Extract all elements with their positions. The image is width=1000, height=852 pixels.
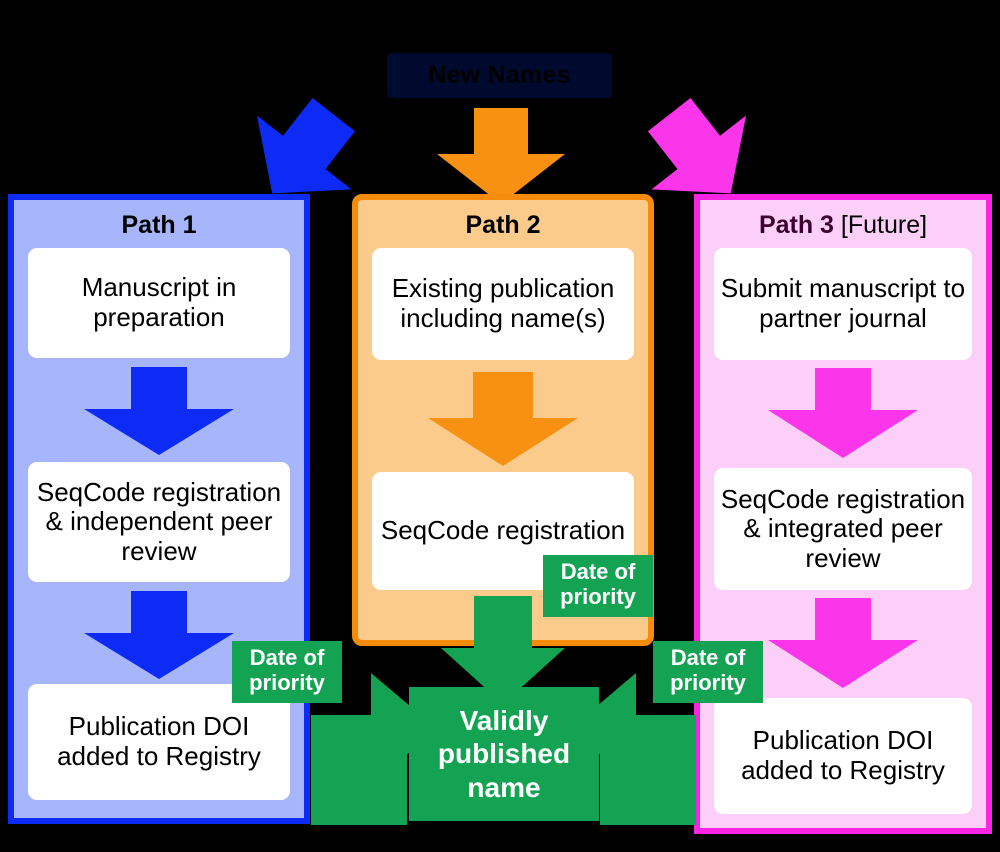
card-path3-step3: Publication DOI added to Registry xyxy=(714,698,972,814)
panel-path3-title: Path 3 [Future] xyxy=(700,213,986,238)
card-path1-step2-text: SeqCode registration & independent peer … xyxy=(36,476,282,566)
arrow-path1-2 xyxy=(84,591,234,679)
panel-path1-title: Path 1 xyxy=(14,213,304,238)
arrow-path2-1 xyxy=(428,372,578,466)
page-title: New Names xyxy=(428,61,571,89)
arrow-path3-2 xyxy=(768,598,918,688)
card-path2-step1: Existing publication including name(s) xyxy=(372,248,634,360)
date-of-priority-tag-right: Date of priority xyxy=(653,641,763,703)
card-path3-step2: SeqCode registration & integrated peer r… xyxy=(714,468,972,590)
date-of-priority-tag-left: Date of priority xyxy=(232,641,342,703)
card-path3-step3-text: Publication DOI added to Registry xyxy=(741,725,945,785)
panel-path3: Path 3 [Future] Submit manuscript to par… xyxy=(694,194,992,834)
card-path2-step1-text: Existing publication including name(s) xyxy=(391,273,615,333)
green-arrow-left xyxy=(311,673,461,825)
green-arrow-right xyxy=(546,673,696,825)
date-of-priority-right-text: Date of priority xyxy=(670,645,746,695)
new-names-title-box: New Names xyxy=(387,53,612,98)
panel-path3-title-text: Path 3 xyxy=(758,211,834,239)
card-path1-step3: Publication DOI added to Registry xyxy=(28,684,290,800)
panel-path2-title: Path 2 xyxy=(358,213,648,238)
card-path1-step3-text: Publication DOI added to Registry xyxy=(57,711,261,771)
card-path3-step2-text: SeqCode registration & integrated peer r… xyxy=(720,483,966,573)
date-of-priority-tag-center: Date of priority xyxy=(543,555,653,617)
date-of-priority-center-text: Date of priority xyxy=(560,559,636,609)
panel-path1-title-text: Path 1 xyxy=(121,211,197,239)
feeder-arrow-path2 xyxy=(437,108,565,204)
card-path2-step2-text: SeqCode registration xyxy=(380,515,626,546)
card-path2-step2: SeqCode registration xyxy=(372,472,634,590)
arrow-path3-1 xyxy=(768,368,918,458)
card-path1-step1: Manuscript in preparation xyxy=(28,248,290,358)
card-path3-step1-text: Submit manuscript to partner journal xyxy=(720,273,966,333)
panel-path1: Path 1 Manuscript in preparation SeqCode… xyxy=(8,194,310,824)
panel-path2-title-text: Path 2 xyxy=(465,211,541,239)
panel-path3-title-suffix: [Future] xyxy=(833,211,928,239)
card-path1-step2: SeqCode registration & independent peer … xyxy=(28,462,290,582)
card-path1-step1-text: Manuscript in preparation xyxy=(81,272,237,332)
card-path3-step1: Submit manuscript to partner journal xyxy=(714,248,972,360)
date-of-priority-left-text: Date of priority xyxy=(249,645,325,695)
arrow-path1-1 xyxy=(84,367,234,455)
validly-published-name-label: Validly published name xyxy=(437,704,571,803)
validly-published-name-box: Validly published name xyxy=(409,687,599,821)
